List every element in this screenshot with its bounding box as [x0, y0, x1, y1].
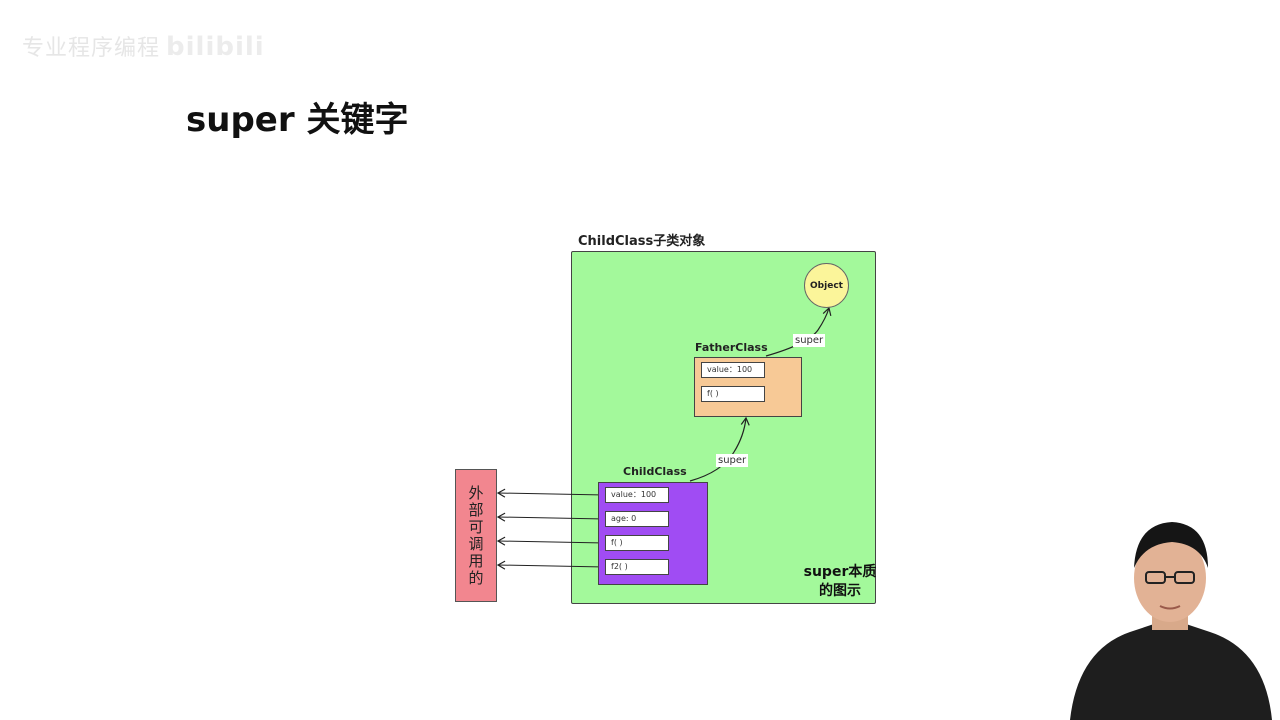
external-access-box: 外部可调用的	[455, 469, 497, 602]
super-arrow-child-to-father	[689, 416, 750, 482]
child-member-age: age: 0	[605, 511, 669, 527]
essence-line-1: super本质	[803, 564, 877, 580]
watermark-text: 专业程序编程	[22, 36, 161, 61]
access-arrow-value	[496, 488, 606, 498]
childclass-box: value：100 age: 0 f( ) f2( )	[598, 482, 708, 585]
external-access-label: 外部可调用的	[466, 484, 485, 587]
childclass-label: ChildClass	[623, 465, 687, 478]
access-arrow-f2	[496, 560, 606, 570]
access-arrow-f	[496, 536, 606, 546]
essence-caption: super本质 的图示	[792, 563, 888, 601]
super-label-lower: super	[716, 454, 749, 467]
slide-title: super 关键字	[186, 100, 409, 140]
outer-object-label: ChildClass子类对象	[578, 234, 706, 249]
child-member-f2: f2( )	[605, 559, 669, 575]
super-arrow-father-to-object	[765, 306, 832, 357]
object-node: Object	[804, 263, 849, 308]
super-label-upper: super	[793, 334, 826, 347]
access-arrow-age	[496, 512, 606, 522]
father-member-value: value：100	[701, 362, 765, 378]
child-member-f: f( )	[605, 535, 669, 551]
essence-line-2: 的图示	[819, 583, 861, 599]
father-member-f: f( )	[701, 386, 765, 402]
fatherclass-label: FatherClass	[695, 341, 768, 354]
fatherclass-box: value：100 f( )	[694, 357, 802, 417]
child-member-value: value：100	[605, 487, 669, 503]
bilibili-logo: bilibili	[166, 32, 265, 62]
presenter-video	[1070, 522, 1272, 720]
